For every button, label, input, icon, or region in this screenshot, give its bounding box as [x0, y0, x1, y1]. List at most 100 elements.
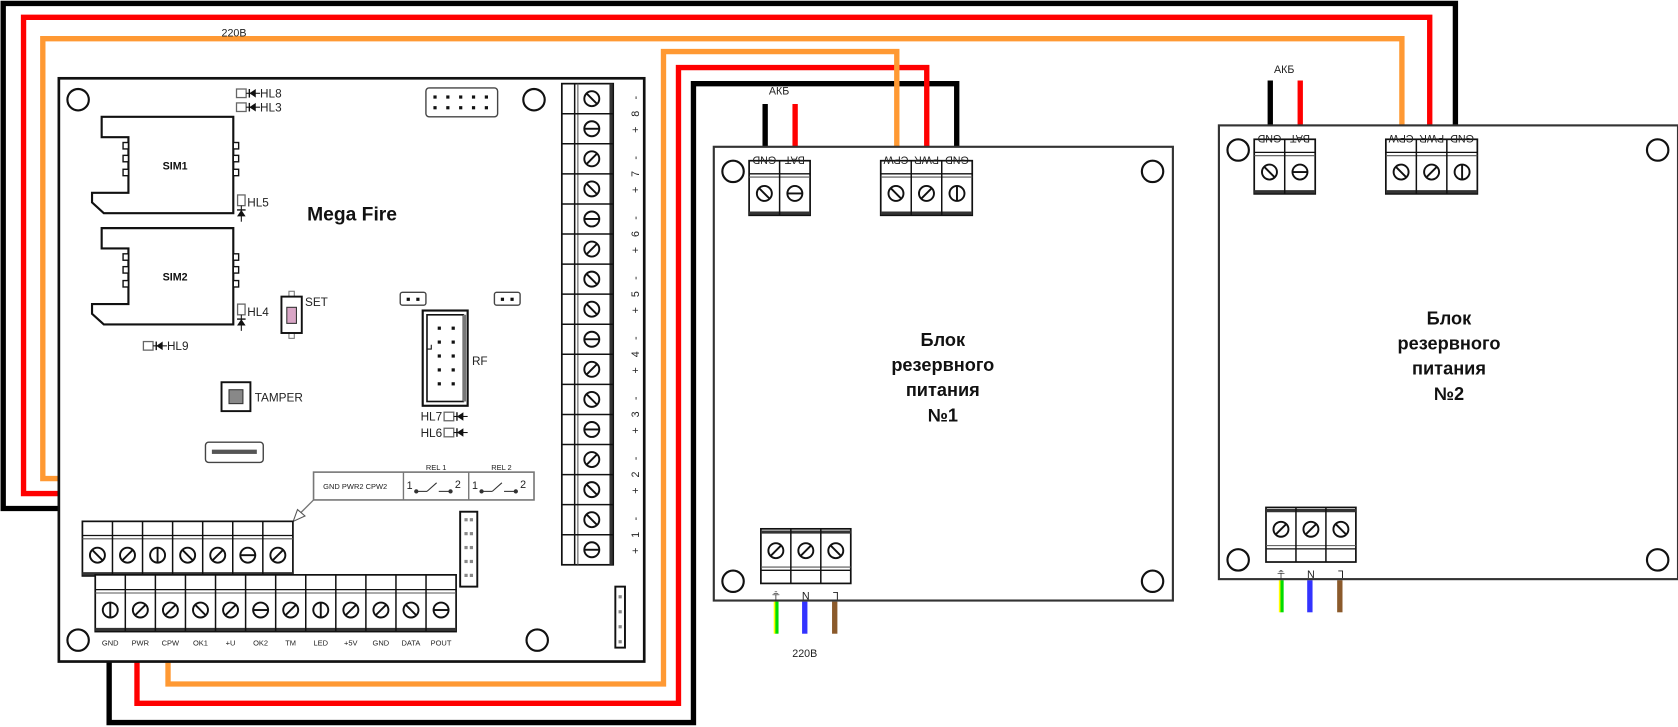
wire-gnd-to-psu1 — [106, 80, 960, 726]
screw-terminal-1[interactable] — [1261, 163, 1278, 181]
screw-terminal-5[interactable] — [222, 601, 240, 619]
header-pin — [484, 95, 488, 99]
screw-terminal-7[interactable] — [282, 601, 300, 619]
psu-title-line-3: №1 — [928, 405, 958, 425]
sim-contact — [122, 253, 130, 261]
battery-terminal-label-1: BAT — [784, 153, 804, 165]
jumper-pin — [500, 297, 505, 301]
screw-terminal-1[interactable] — [1272, 520, 1290, 538]
pin-header-pin — [618, 640, 622, 644]
screw-slot-icon — [1395, 166, 1408, 179]
sim-contact — [232, 279, 240, 288]
mains-terminal-label-1: N — [1307, 568, 1315, 580]
screw-terminal-4[interactable] — [192, 601, 209, 619]
screw-terminal-5[interactable] — [209, 546, 227, 564]
screw-terminal-2[interactable] — [786, 184, 804, 202]
screw-terminal-6[interactable] — [239, 546, 257, 564]
zone-screw-terminal-1[interactable] — [583, 90, 601, 108]
psu-title-line-0: Блок — [921, 330, 966, 350]
screw-terminal-3[interactable] — [1332, 520, 1350, 538]
jumper-1[interactable] — [399, 291, 427, 306]
screw-terminal-1[interactable] — [88, 546, 106, 564]
led-body — [443, 411, 455, 422]
zone-screw-terminal-4[interactable] — [583, 180, 601, 198]
screw-terminal-3[interactable] — [827, 542, 845, 560]
screw-slot-icon — [91, 549, 104, 562]
diode-icon — [156, 341, 163, 351]
screw-slot-icon — [211, 549, 224, 562]
output-terminal-label-2: GND — [945, 153, 969, 165]
sim-contact — [232, 168, 240, 177]
led-hl5: HL5 — [236, 194, 269, 222]
zone-screw-terminal-3[interactable] — [583, 150, 601, 168]
screw-terminal-11[interactable] — [402, 601, 420, 619]
set-button[interactable]: SET — [280, 290, 328, 339]
power-relay-terminal-block — [81, 520, 294, 577]
screw-terminal-1[interactable] — [1392, 163, 1410, 181]
screw-slot-icon — [134, 603, 147, 617]
screw-terminal-3[interactable] — [1453, 163, 1471, 181]
jumper-2[interactable] — [493, 291, 521, 306]
mounting-hole-icon — [66, 87, 90, 112]
screw-slot-icon — [769, 544, 782, 557]
screw-terminal-3[interactable] — [149, 546, 167, 564]
diode-icon — [456, 412, 464, 421]
screw-terminal-2[interactable] — [131, 601, 149, 619]
screw-terminal-6[interactable] — [252, 601, 270, 619]
zone-minus-label: - — [630, 456, 642, 460]
psu-title-line-0: Блок — [1427, 308, 1472, 328]
tamper-switch[interactable]: TAMPER — [220, 381, 303, 413]
screw-terminal-3[interactable] — [948, 184, 966, 202]
header-pin — [446, 95, 450, 99]
zone-screw-terminal-8[interactable] — [583, 300, 601, 318]
zone-screw-terminal-11[interactable] — [583, 390, 601, 408]
screw-terminal-2[interactable] — [1291, 163, 1309, 181]
screw-slot-icon — [920, 187, 933, 200]
psu-board-outline — [1217, 124, 1678, 581]
terminal-label-8: +5V — [344, 638, 358, 647]
relay-pin-1-label: 1 — [472, 480, 478, 492]
zone-screw-terminal-16[interactable] — [583, 541, 601, 559]
zone-plus-label: + — [630, 367, 642, 373]
zone-screw-terminal-7[interactable] — [583, 270, 601, 288]
rf-pin — [451, 340, 455, 344]
screw-terminal-2[interactable] — [797, 542, 815, 560]
screw-terminal-2[interactable] — [1423, 163, 1441, 181]
screw-terminal-2[interactable] — [1302, 520, 1320, 538]
zone-screw-terminal-12[interactable] — [583, 421, 601, 438]
screw-terminal-9[interactable] — [342, 601, 360, 619]
sim-slot-2[interactable]: SIM2 — [90, 227, 240, 326]
screw-slot-icon — [585, 363, 598, 376]
terminal-label-4: +U — [226, 638, 236, 647]
zone-screw-terminal-13[interactable] — [583, 451, 601, 469]
zone-screw-terminal-2[interactable] — [583, 120, 601, 138]
header-pin — [446, 106, 450, 110]
screw-terminal-2[interactable] — [918, 184, 935, 202]
screw-terminal-3[interactable] — [161, 601, 179, 619]
usb-slot — [211, 449, 257, 454]
zone-screw-terminal-5[interactable] — [583, 210, 601, 228]
screw-terminal-1[interactable] — [887, 184, 905, 202]
screw-slot-icon — [585, 303, 598, 316]
zone-screw-terminal-9[interactable] — [583, 330, 601, 348]
zone-screw-terminal-10[interactable] — [583, 360, 601, 378]
sim-contact — [122, 265, 130, 274]
screw-terminal-4[interactable] — [179, 546, 197, 564]
screw-terminal-7[interactable] — [269, 546, 287, 564]
zone-screw-terminal-14[interactable] — [583, 481, 601, 499]
screw-terminal-12[interactable] — [432, 601, 450, 619]
screw-terminal-2[interactable] — [119, 546, 136, 564]
sim-slot-1[interactable]: SIM1 — [90, 115, 240, 215]
screw-terminal-10[interactable] — [372, 601, 390, 619]
screw-terminal-1[interactable] — [101, 601, 119, 619]
zone-screw-terminal-15[interactable] — [583, 511, 601, 529]
screw-terminal-1[interactable] — [755, 184, 773, 202]
screw-terminal-1[interactable] — [767, 542, 785, 560]
zone-number-label: 3 — [630, 411, 642, 417]
screw-terminal-8[interactable] — [312, 601, 330, 619]
zone-screw-terminal-6[interactable] — [583, 240, 601, 258]
rf-pin — [451, 382, 455, 386]
